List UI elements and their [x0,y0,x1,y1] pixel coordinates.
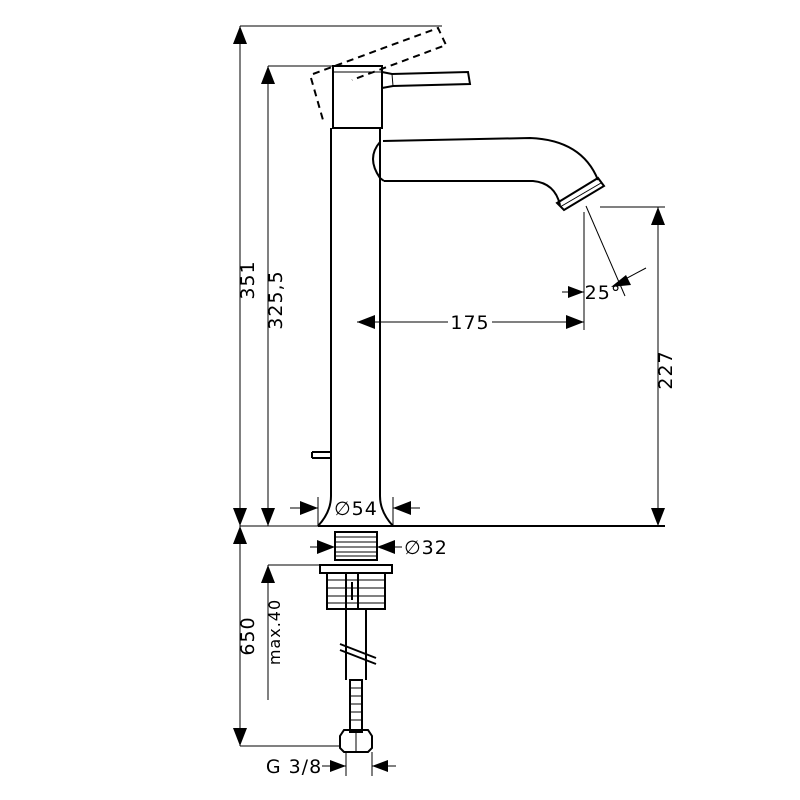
dimension-spout-height: 227 [651,207,677,526]
dimension-connection-thread: G 3/8 [266,756,396,778]
faucet-outline [310,26,606,527]
dimension-total-height: 351 [233,26,259,526]
thread-diameter-label: ∅32 [404,537,448,559]
spout-height-label: 227 [655,350,677,389]
dimension-spray-angle: 25° [562,267,647,304]
dimension-thread-diameter: ∅32 [310,537,448,559]
connection-thread-label: G 3/8 [266,756,322,778]
total-height-label: 351 [237,260,259,299]
supply-hose [339,609,377,753]
dimension-below-deck: 650 [233,526,259,746]
dimension-body-diameter: ∅54 [290,497,420,526]
dimension-max-deck: max.40 [261,565,284,700]
spout-reach-label: 175 [450,312,489,334]
below-deck-label: 650 [237,616,259,655]
max-deck-label: max.40 [265,599,284,665]
body-diameter-label: ∅54 [334,498,378,520]
dimension-spout-reach: 175 [357,312,584,334]
lever-height-label: 325,5 [265,270,287,329]
dimension-lever-height: 325,5 [261,66,287,526]
threaded-shank [319,531,393,610]
spray-angle-label: 25° [585,282,622,304]
extension-lines [240,25,665,776]
